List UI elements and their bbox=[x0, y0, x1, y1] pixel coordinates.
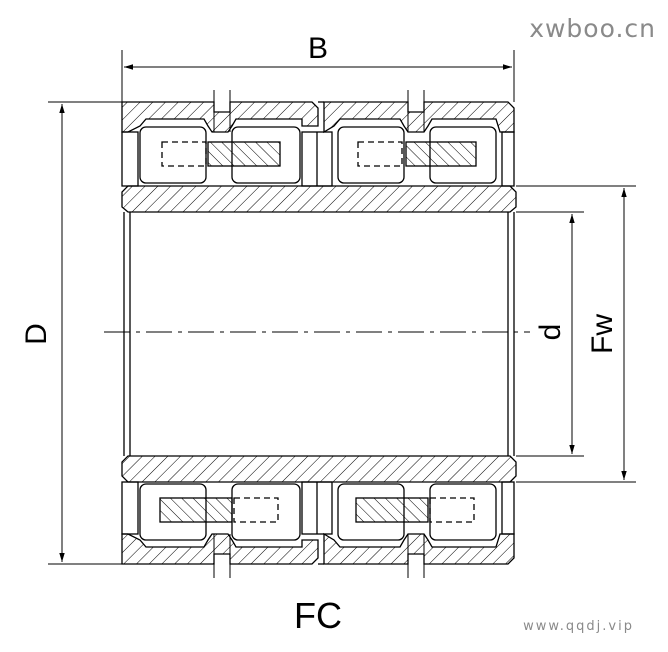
dimension-fw bbox=[516, 185, 636, 483]
bore-outline bbox=[123, 212, 515, 456]
watermark-top: xwboo.cn bbox=[529, 14, 656, 43]
inner-ring-top bbox=[121, 185, 517, 213]
label-bore: d bbox=[534, 324, 567, 341]
dimension-d-outer bbox=[48, 101, 122, 565]
dimension-b bbox=[121, 50, 515, 102]
label-b: B bbox=[308, 32, 328, 65]
inner-ring-bottom bbox=[121, 455, 517, 483]
rollers-top bbox=[139, 126, 497, 184]
outer-ring-bottom bbox=[121, 532, 515, 578]
label-fw: Fw bbox=[586, 314, 619, 354]
outer-ring-top bbox=[121, 90, 515, 134]
label-d-outer: D bbox=[20, 323, 53, 345]
rollers-bottom bbox=[139, 483, 497, 541]
watermark-bottom: www.qqdj.vip bbox=[523, 619, 634, 634]
dimension-bore bbox=[516, 211, 584, 457]
type-code-label: FC bbox=[294, 595, 342, 636]
side-spacers-bottom bbox=[121, 481, 515, 535]
bearing-body bbox=[121, 90, 517, 578]
